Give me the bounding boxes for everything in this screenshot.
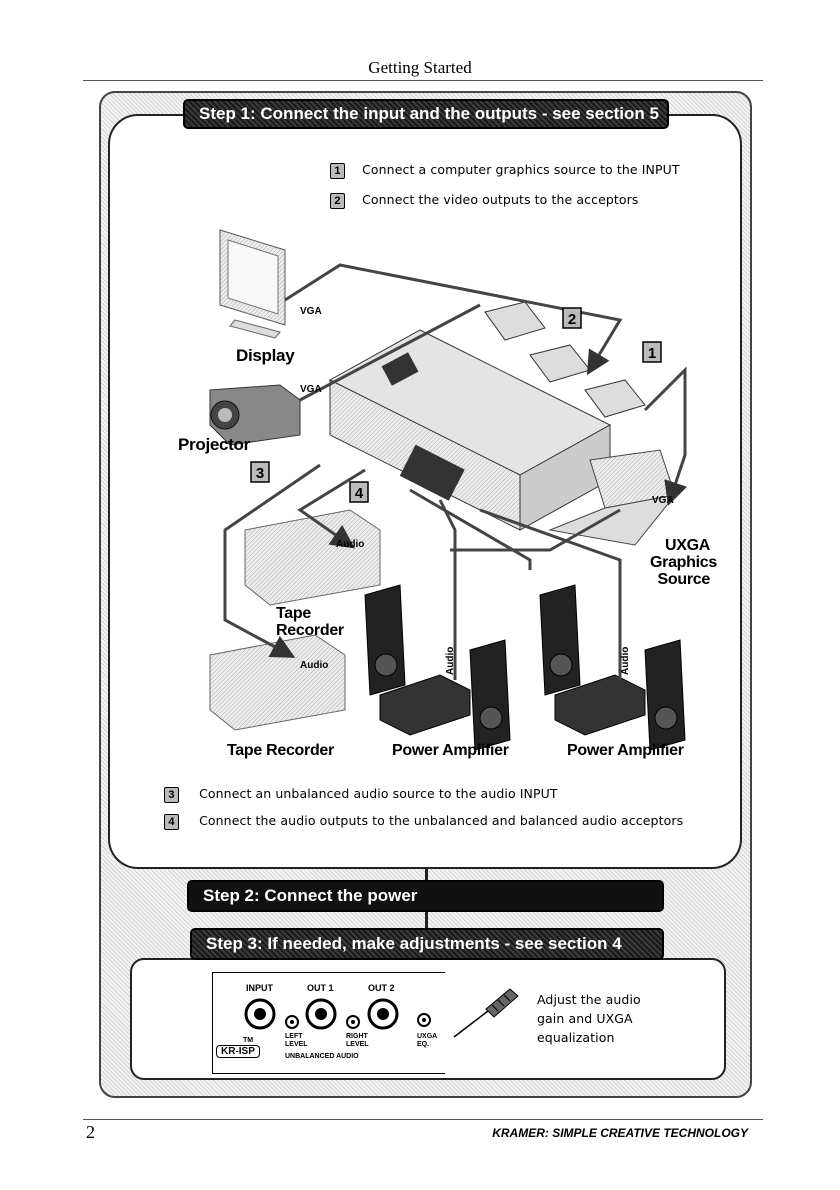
tape-recorder-label-1: Tape Recorder xyxy=(276,605,344,639)
speakers-right xyxy=(539,584,686,751)
uxga-eq-label: UXGA EQ. xyxy=(417,1033,438,1048)
instruction-2: 2 Connect the video outputs to the accep… xyxy=(330,192,639,209)
step2-title: Step 2: Connect the power xyxy=(203,886,418,905)
input-jack xyxy=(244,998,276,1030)
step-number-badge: 4 xyxy=(164,814,179,830)
callout-2: 2 xyxy=(562,307,582,329)
svg-text:2: 2 xyxy=(568,311,576,328)
footer-rule xyxy=(83,1119,763,1120)
unbalanced-audio-label: UNBALANCED AUDIO xyxy=(285,1053,359,1060)
step1-title: Step 1: Connect the input and the output… xyxy=(199,104,659,123)
step3-title: Step 3: If needed, make adjustments - se… xyxy=(206,934,622,953)
instruction-3-text: Connect an unbalanced audio source to th… xyxy=(199,786,558,801)
svg-text:1: 1 xyxy=(648,345,656,362)
audio-label-4: Audio xyxy=(620,647,631,675)
panel-out1-label: OUT 1 xyxy=(307,983,334,993)
uxga-label-line3: Source xyxy=(657,571,711,588)
uxga-label-line1: UXGA xyxy=(664,537,710,554)
vga-label-source: VGA xyxy=(652,495,674,506)
callout-3: 3 xyxy=(250,461,270,483)
uxga-eq-knob xyxy=(417,1013,431,1027)
adjustment-note: Adjust the audio gain and UXGA equalizat… xyxy=(537,992,641,1045)
power-amplifier-label-2: Power Amplifier xyxy=(567,742,684,759)
vga-connectors xyxy=(484,301,646,418)
out1-jack xyxy=(305,998,337,1030)
tape-recorder-label-2: Tape Recorder xyxy=(227,742,334,759)
instruction-3: 3 Connect an unbalanced audio source to … xyxy=(164,786,558,803)
display-monitor xyxy=(219,229,286,339)
panel-connectors xyxy=(244,998,431,1030)
model-badge: KR-ISP xyxy=(216,1045,260,1058)
cables xyxy=(223,263,688,680)
instruction-4: 4 Connect the audio outputs to the unbal… xyxy=(164,813,683,830)
page-number: 2 xyxy=(86,1122,95,1142)
vga-label-projector: VGA xyxy=(300,384,322,395)
callout-4: 4 xyxy=(349,481,369,503)
screwdriver-icon xyxy=(453,988,519,1038)
audio-label-2: Audio xyxy=(300,660,328,671)
front-panel: INPUT OUT 1 OUT 2 LEFT LEVEL RIGHT LEVEL… xyxy=(212,972,445,1074)
panel-input-label: INPUT xyxy=(246,983,273,993)
diagram-callouts: 2 1 3 4 xyxy=(250,307,662,503)
power-amplifier-label-1: Power Amplifier xyxy=(392,742,509,759)
instruction-1-text: Connect a computer graphics source to th… xyxy=(362,162,680,177)
panel-out2-label: OUT 2 xyxy=(368,983,395,993)
cable-labels: VGA VGA VGA Audio Audio Audio Audio xyxy=(300,306,674,675)
footer-brand: KRAMER: SIMPLE CREATIVE TECHNOLOGY xyxy=(492,1126,748,1140)
kr-isp-device xyxy=(328,329,612,531)
step2-title-bar: Step 2: Connect the power xyxy=(187,880,664,912)
speakers-left xyxy=(364,584,511,751)
uxga-source-label: UXGA Graphics Source xyxy=(650,537,717,588)
projector xyxy=(209,384,301,446)
step1-title-bar: Step 1: Connect the input and the output… xyxy=(183,99,669,129)
callout-1: 1 xyxy=(642,341,662,363)
right-level-knob xyxy=(346,1015,360,1029)
page-header-title: Getting Started xyxy=(368,58,472,77)
audio-label-1: Audio xyxy=(336,539,364,550)
svg-text:4: 4 xyxy=(355,485,364,502)
step-number-badge: 1 xyxy=(330,163,345,179)
tape-recorder-2 xyxy=(209,634,346,731)
step-number-badge: 3 xyxy=(164,787,179,803)
step-number-badge: 2 xyxy=(330,193,345,209)
projector-label: Projector xyxy=(178,435,250,454)
tape-recorder-1 xyxy=(244,509,381,606)
header-rule xyxy=(83,80,763,81)
instruction-4-text: Connect the audio outputs to the unbalan… xyxy=(199,813,684,828)
left-level-label: LEFT LEVEL xyxy=(285,1033,308,1048)
step-connector-line xyxy=(425,868,428,960)
out2-jack xyxy=(367,998,399,1030)
audio-label-3: Audio xyxy=(445,647,456,675)
right-level-label: RIGHT LEVEL xyxy=(346,1033,369,1048)
instruction-2-text: Connect the video outputs to the accepto… xyxy=(362,192,639,207)
instruction-1: 1 Connect a computer graphics source to … xyxy=(330,162,680,179)
trademark-label: TM xyxy=(243,1037,254,1044)
uxga-label-line2: Graphics xyxy=(650,554,717,571)
display-label: Display xyxy=(236,346,295,365)
left-level-knob xyxy=(285,1015,299,1029)
vga-label-display: VGA xyxy=(300,306,322,317)
connection-diagram: 2 1 3 4 VGA VGA VGA Audio Audio Audio Au… xyxy=(209,229,688,751)
step3-title-bar: Step 3: If needed, make adjustments - se… xyxy=(190,928,664,960)
svg-text:3: 3 xyxy=(256,465,264,482)
